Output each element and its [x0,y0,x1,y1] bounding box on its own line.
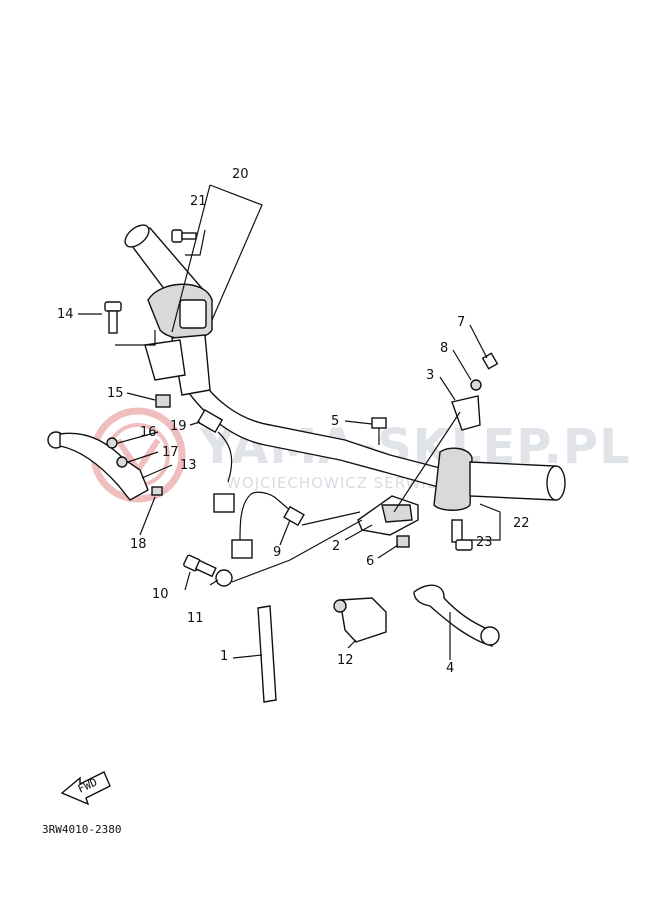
callout-4: 4 [446,661,454,676]
callout-14: 14 [57,307,74,322]
callout-18: 18 [130,537,147,552]
callout-17: 17 [162,445,179,460]
callout-3: 3 [426,368,434,383]
fwd-arrow-icon: FWD [60,771,111,806]
callout-21: 21 [190,194,207,209]
callout-13: 13 [180,458,197,473]
lever-holder [357,352,499,548]
diagram-code: 3RW4010-2380 [42,823,121,836]
callout-2: 2 [332,539,340,554]
handlebar [124,224,566,511]
callout-8: 8 [440,341,448,356]
callout-16: 16 [140,425,157,440]
callout-15: 15 [107,386,124,401]
callout-20: 20 [232,167,249,182]
callout-23: 23 [476,535,493,550]
leader-lines [78,184,501,660]
callout-labels: 1 2 3 4 5 6 7 8 9 10 11 12 13 14 15 16 1… [57,167,530,676]
callout-22: 22 [513,516,530,531]
callout-7: 7 [457,315,465,330]
callout-11: 11 [187,611,204,626]
callout-1: 1 [220,649,228,664]
callout-12: 12 [337,653,354,668]
callout-9: 9 [273,545,281,560]
callout-10: 10 [152,587,169,602]
wiring [196,408,305,559]
callout-5: 5 [331,414,339,429]
loose-parts [104,229,500,703]
callout-6: 6 [366,554,374,569]
clutch-lever [47,431,163,501]
callout-19: 19 [170,419,187,434]
